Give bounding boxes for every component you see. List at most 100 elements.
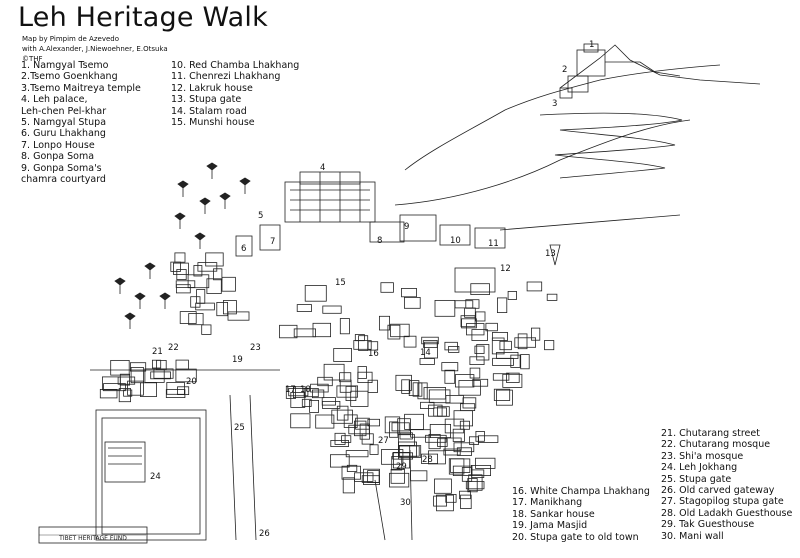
building [520, 354, 530, 370]
building [317, 376, 333, 387]
building [417, 382, 428, 400]
building [358, 335, 369, 351]
legend-item: 13. Stupa gate [171, 94, 242, 106]
building [444, 341, 458, 351]
building [436, 494, 454, 512]
building [354, 334, 365, 342]
legend-item: chamra courtyard [21, 174, 106, 186]
legend-item: 10. Red Chamba Lhakhang [171, 60, 300, 71]
legend-item: 15. Munshi house [171, 117, 255, 129]
building [495, 389, 513, 406]
building [334, 432, 346, 445]
building [110, 359, 130, 376]
map-label-22: 22 [168, 343, 179, 353]
legend-item: 22. Chutarang mosque [661, 439, 771, 451]
map-label-6: 6 [241, 244, 246, 254]
building [339, 372, 352, 383]
legend-item: 7. Lonpo House [21, 139, 95, 151]
building [166, 381, 185, 395]
building [389, 421, 399, 438]
credit-line: with A.Alexander, J.Niewoehner, E.Otsuka [22, 45, 168, 53]
building [323, 363, 345, 381]
tsemo-complex [559, 43, 681, 99]
credit-line: ©THF [22, 55, 43, 63]
building [195, 302, 215, 311]
building [433, 407, 447, 417]
trees [114, 162, 251, 329]
legend-item: 2.Tsemo Goenkhang [21, 71, 118, 83]
building [460, 494, 472, 510]
building [401, 379, 411, 394]
building [444, 369, 456, 384]
building [465, 481, 485, 490]
map-title: Leh Heritage Walk [18, 2, 268, 33]
building [367, 341, 379, 351]
building [330, 439, 349, 447]
building [444, 437, 462, 451]
building [315, 414, 335, 429]
legend-item: 5. Namgyal Stupa [21, 117, 107, 129]
tree [144, 262, 156, 279]
map-label-20: 20 [186, 377, 197, 387]
building [345, 450, 369, 458]
map-label-3: 3 [552, 99, 557, 109]
building [384, 416, 401, 434]
building [222, 300, 237, 315]
building [410, 429, 431, 438]
map-label-19: 19 [232, 355, 243, 365]
map-credits: Map by Pimpim de Azevedo with A.Alexande… [22, 34, 168, 64]
building [127, 380, 144, 396]
building [369, 444, 379, 455]
tree [134, 292, 146, 309]
building [506, 372, 520, 383]
building [190, 296, 201, 308]
legend-item: 6. Guru Lhakhang [21, 128, 106, 140]
building [290, 391, 306, 408]
map-label-2: 2 [562, 65, 567, 75]
legend-item: 29. Tak Guesthouse [661, 519, 755, 531]
legend-item: 3.Tsemo Maitreya temple [21, 82, 141, 94]
building [546, 293, 558, 301]
building [339, 318, 350, 335]
building [389, 472, 410, 488]
building [496, 297, 508, 313]
building [404, 413, 425, 430]
legend-item: 30. Mani wall [661, 530, 724, 542]
building [428, 433, 441, 450]
building [475, 430, 485, 442]
jokhang-compound [95, 409, 207, 541]
building [419, 358, 435, 365]
building [175, 359, 189, 370]
building [456, 447, 472, 456]
tree [194, 232, 206, 249]
tree [114, 277, 126, 294]
map-label-21: 21 [152, 347, 163, 357]
building [380, 282, 394, 293]
building [458, 380, 481, 396]
building [445, 394, 464, 404]
building [296, 304, 312, 312]
building [517, 333, 528, 350]
map-label-14: 14 [420, 348, 431, 358]
building [361, 433, 374, 445]
building [475, 457, 496, 469]
building [329, 454, 350, 468]
map-label-26: 26 [259, 529, 270, 539]
building [310, 383, 329, 393]
building [312, 322, 332, 338]
building [441, 362, 459, 372]
building [139, 382, 157, 397]
building [526, 281, 543, 292]
building [346, 464, 358, 472]
building [453, 442, 475, 453]
building [499, 340, 512, 351]
building [342, 477, 355, 494]
building [531, 327, 541, 341]
building [175, 280, 196, 288]
building [429, 423, 452, 438]
building [165, 389, 186, 399]
building [150, 371, 171, 380]
building [367, 379, 378, 394]
building [408, 380, 420, 397]
